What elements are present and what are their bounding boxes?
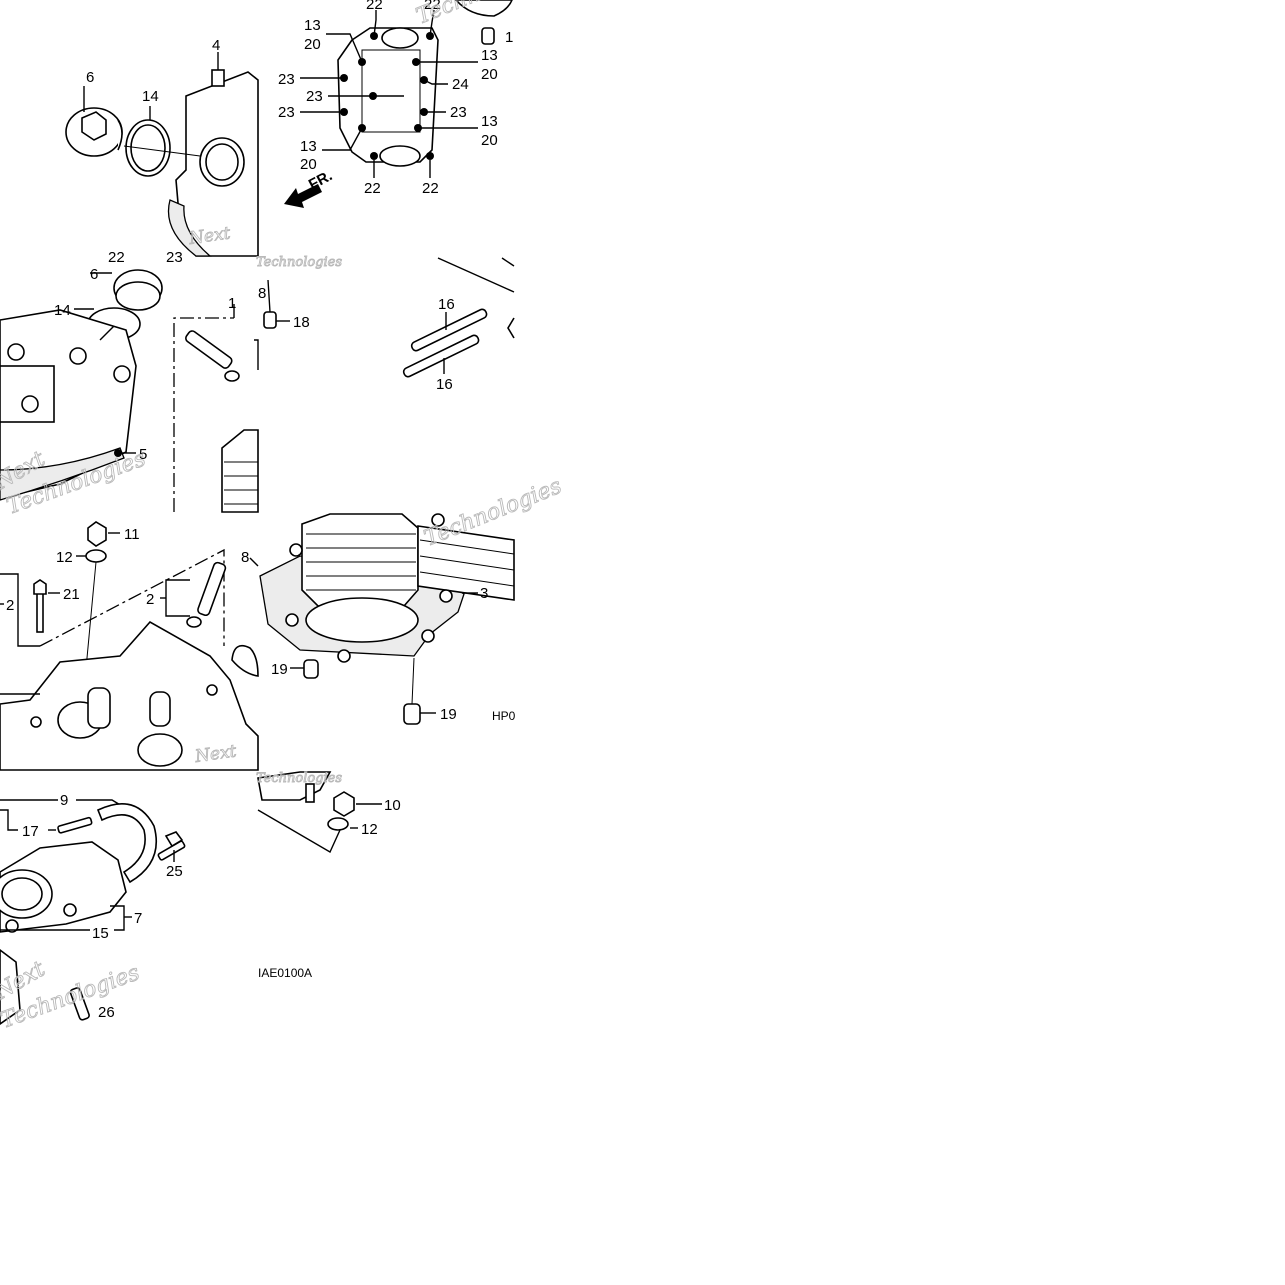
watermark-text: Technologies [256,771,342,786]
label: 6 [86,69,94,86]
head-cover-detail: 13 20 22 22 13 20 24 23 23 23 23 13 20 1… [278,0,513,208]
label: 1 [505,29,513,46]
label: 23 [306,88,323,105]
label: 13 [300,138,317,155]
front-direction-arrow-icon [284,184,322,208]
stud-bolts-detail: 16 16 [402,257,515,393]
label: 20 [481,132,498,149]
label: 22 [364,180,381,197]
label: 2 [6,597,14,614]
label: 17 [22,823,39,840]
label: 20 [304,36,321,53]
label: 19 [440,706,457,723]
label: 19 [271,661,288,678]
label: 8 [241,549,249,566]
cylinder-head-detail: 6 14 22 23 5 1 8 18 [0,249,310,513]
label: 14 [142,88,159,105]
label: 24 [452,76,469,93]
label: 15 [92,925,109,942]
label: 2 [146,591,154,608]
label: 1 [228,295,236,312]
label: 3 [480,585,488,602]
label: 22 [424,0,441,13]
label: 22 [366,0,383,13]
label: 20 [300,156,317,173]
label: 23 [450,104,467,121]
valve-guide-detail: 11 12 21 2 2 8 [0,521,259,771]
label: 6 [90,266,98,283]
label: 13 [304,17,321,34]
label: 16 [436,376,453,393]
label: 13 [481,47,498,64]
nut-washer-detail: 10 12 IAE0100A [257,771,401,980]
label: 23 [278,104,295,121]
label: 23 [166,249,183,266]
label: 20 [481,66,498,83]
label: 16 [438,296,455,313]
label: 14 [54,302,71,319]
label: 5 [139,446,147,463]
label: 26 [98,1004,115,1021]
label: 25 [166,863,183,880]
label: 22 [108,249,125,266]
watermark-text: Technologies [256,255,342,270]
label: 12 [361,821,378,838]
label: 11 [124,526,140,543]
label: 13 [481,113,498,130]
label: 23 [278,71,295,88]
label: 22 [422,180,439,197]
figure-code: IAE0100A [258,966,312,980]
cylinder-gasket-detail: 3 19 19 HP0 [259,513,516,725]
label: 4 [212,37,220,54]
filler-cap-detail: 4 6 14 [65,37,259,257]
figure-code: HP0 [492,709,516,723]
label: 21 [63,586,80,603]
label: 12 [56,549,73,566]
intake-joint-detail: 9 17 25 7 15 26 [0,792,186,1025]
label: 9 [60,792,68,809]
label: 10 [384,797,401,814]
label: 8 [258,285,266,302]
label: 18 [293,314,310,331]
label: 7 [134,910,142,927]
